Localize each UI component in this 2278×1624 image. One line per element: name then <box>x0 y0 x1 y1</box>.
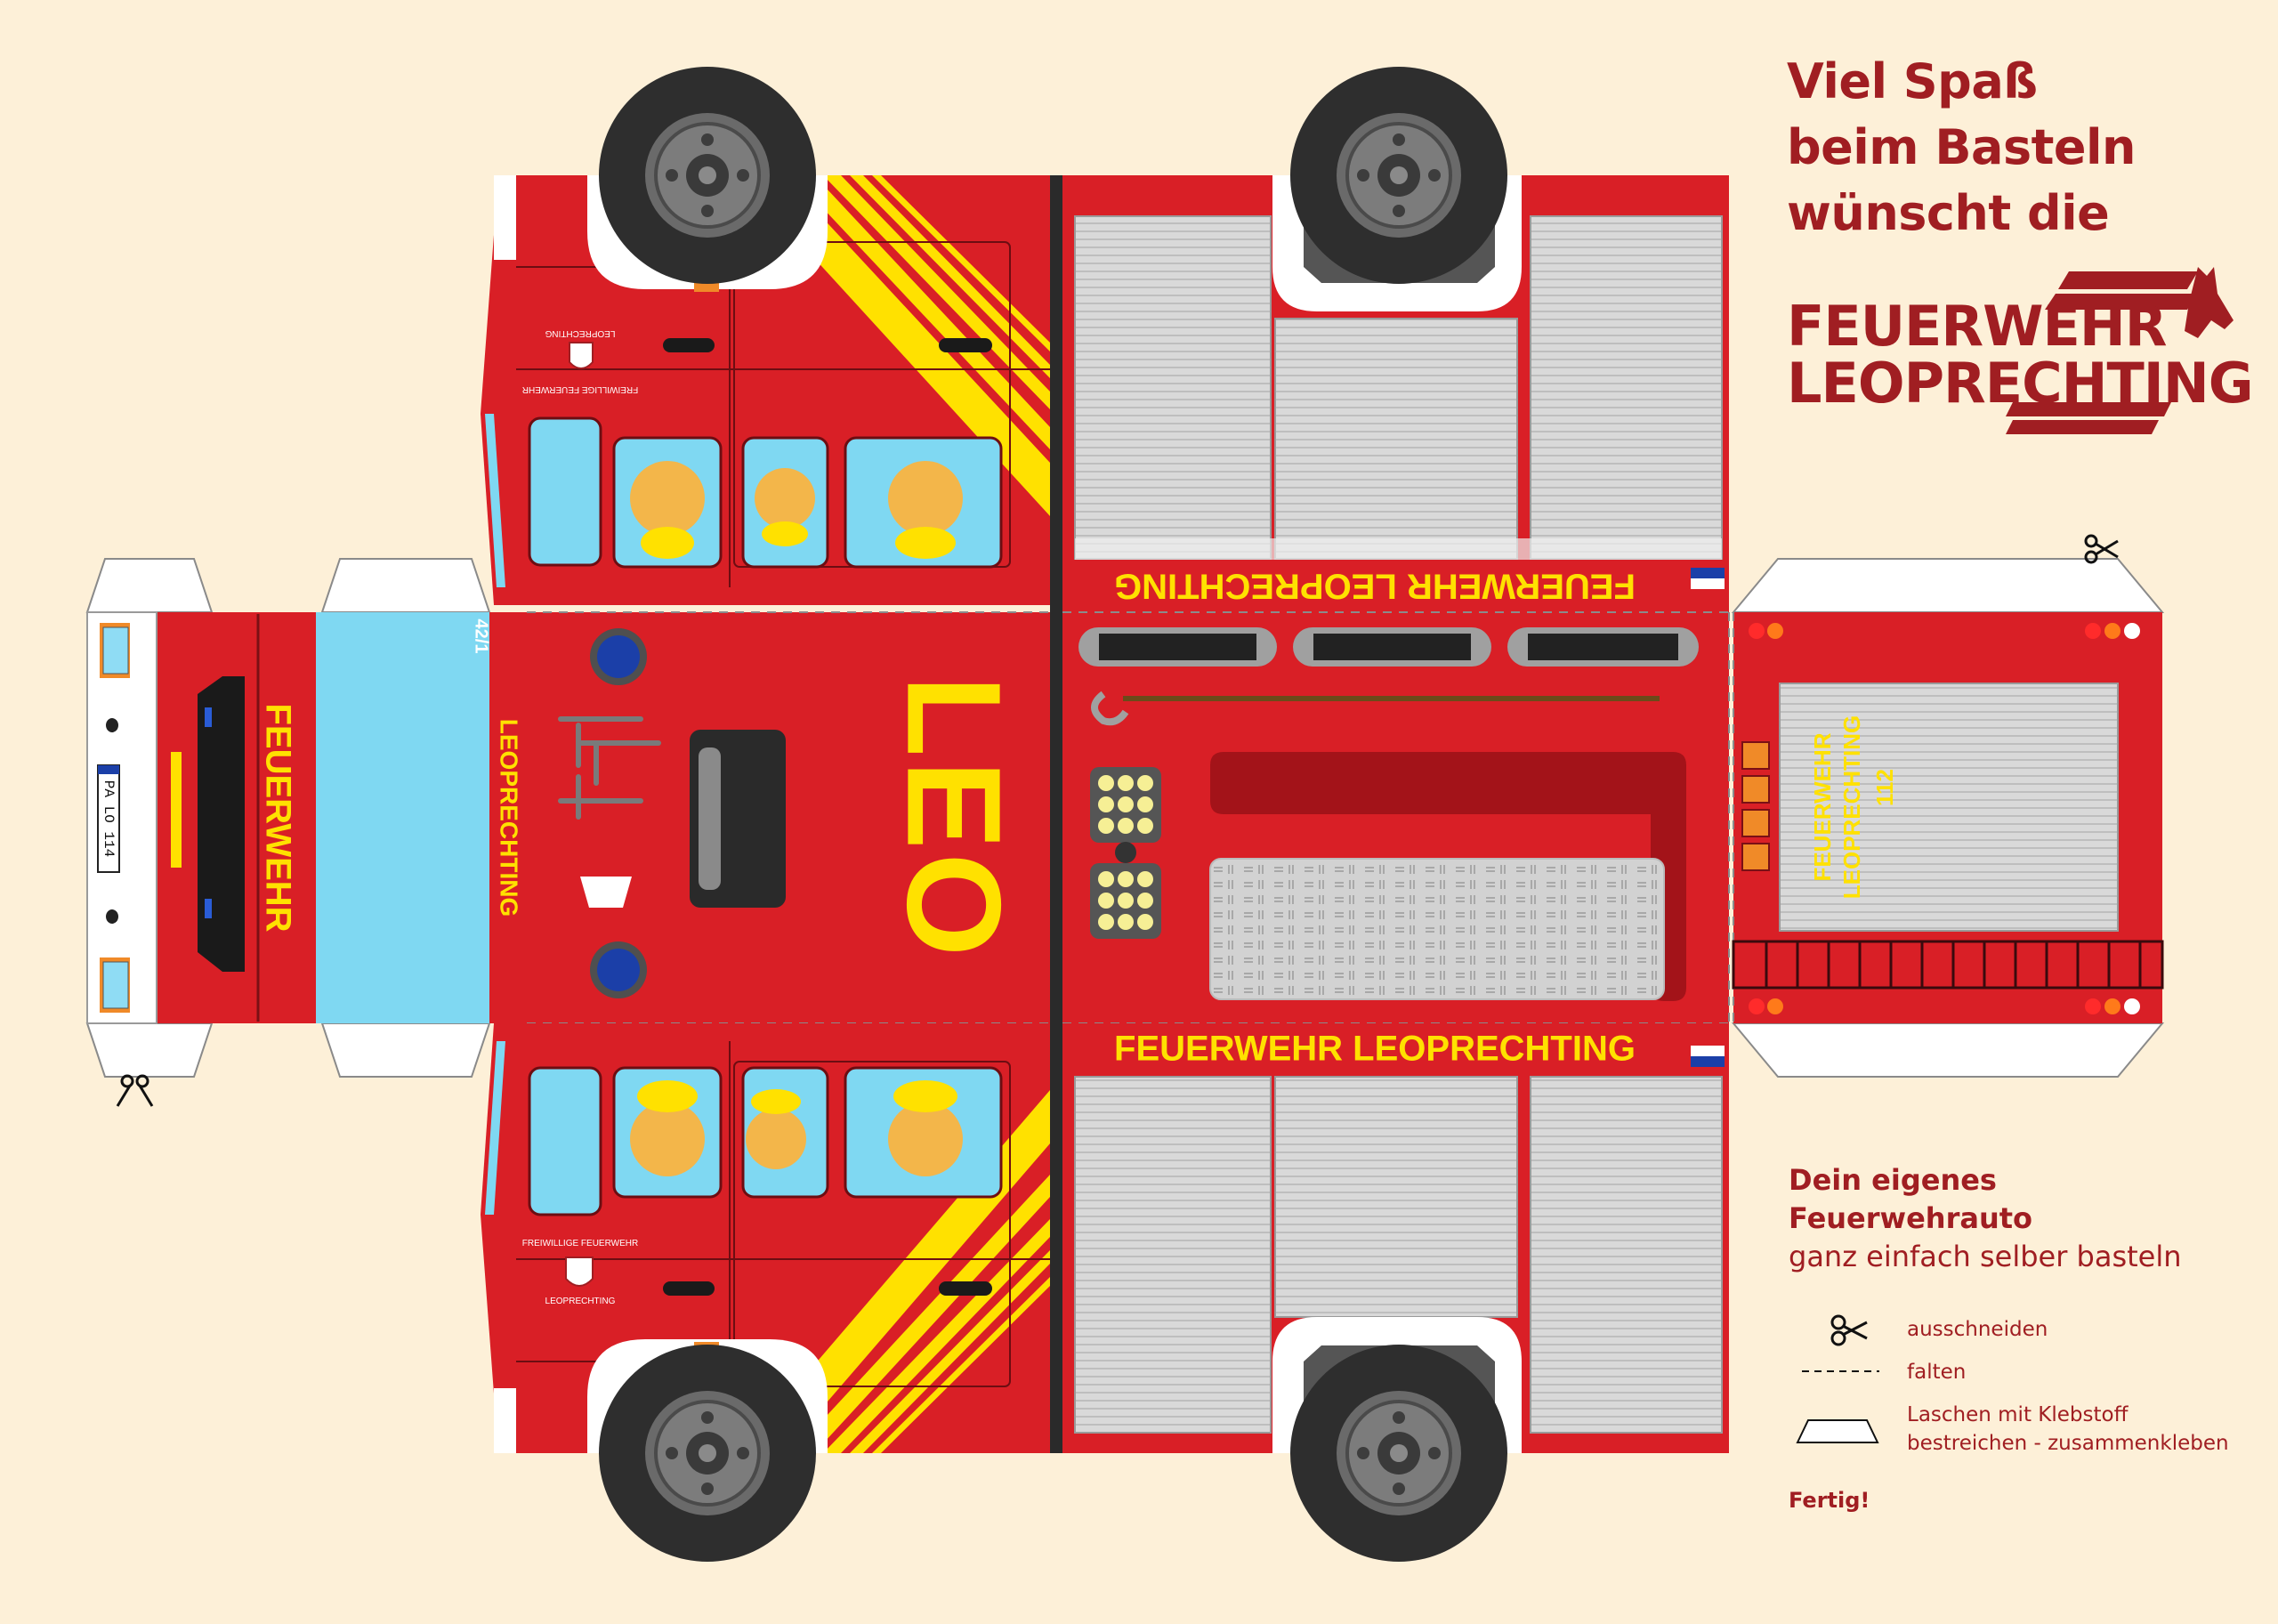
info-line3: ganz einfach selber basteln <box>1789 1240 2182 1273</box>
info-line1: Dein eigenes <box>1789 1163 1997 1197</box>
greeting-text: Viel Spaß beim Basteln wünscht die <box>1787 49 2137 246</box>
hood-leo-label: LEO <box>879 675 1029 960</box>
legend-glue-line1: Laschen mit Klebstoff <box>1907 1403 2129 1426</box>
logo-line1: FEUERWEHR <box>1787 294 2168 359</box>
legend-fold-label: falten <box>1907 1361 1967 1384</box>
glue-tab <box>1731 1022 2165 1078</box>
glue-tab <box>85 1022 214 1078</box>
door-emblem-bottom-label: LEOPRECHTING <box>545 1297 616 1306</box>
rear-label-line2: LEOPRECHTING <box>1838 715 1865 900</box>
rear-phone: 112 <box>1871 769 1898 806</box>
logo-line2: LEOPRECHTING <box>1787 351 2254 416</box>
logo-wordmark: FEUERWEHR LEOPRECHTING <box>1787 294 2254 416</box>
body-side-bottom <box>1062 1023 1729 1562</box>
glue-tab <box>320 558 491 613</box>
hood-panel <box>527 611 1050 1024</box>
license-plate: PA LO 114 <box>101 780 117 857</box>
body-side-top <box>1050 67 1729 1453</box>
unit-number: 42/1 <box>472 619 491 654</box>
info-line2: Feuerwehrauto <box>1789 1201 2033 1235</box>
front-wheel-top <box>587 67 828 292</box>
windshield-leoprechting-label: LEOPRECHTING <box>496 719 523 917</box>
front-wheel-bottom <box>587 1339 828 1562</box>
greeting-line1: Viel Spaß <box>1787 53 2038 109</box>
rear-ladder <box>1732 940 2164 990</box>
front-feuerwehr-label: FEUERWEHR <box>258 703 297 932</box>
legend-glue-line2: bestreichen - zusammenkleben <box>1907 1432 2229 1455</box>
door-emblem-bottom-label-mirrored: LEOPRECHTING <box>545 328 615 338</box>
body-roof <box>1062 611 1730 1024</box>
door-emblem-top-label-mirrored: FREIWILLIGE FEUERWEHR <box>522 384 638 394</box>
hose-rolls <box>1078 627 1699 667</box>
greeting-line3: wünscht die <box>1787 185 2110 241</box>
side-banner-top: FEUERWEHR LEOPRECHTING <box>1114 566 1636 605</box>
legend-cut-label: ausschneiden <box>1907 1318 2048 1341</box>
scissors-icon <box>2084 534 2119 564</box>
glue-tab <box>85 558 214 613</box>
glue-tab <box>320 1022 491 1078</box>
rear-tail-lights <box>1749 623 2140 1014</box>
rear-label-line1: FEUERWEHR <box>1809 732 1836 881</box>
legend-glue-label: Laschen mit Klebstoff bestreichen - zusa… <box>1907 1401 2229 1458</box>
legend-glue-tab-icon <box>1796 1419 1879 1443</box>
logo-graphic <box>2006 267 2234 434</box>
rear-panel <box>1732 612 2164 1023</box>
info-text: Dein eigenes Feuerwehrauto ganz einfach … <box>1789 1161 2182 1276</box>
side-banner-bottom: FEUERWEHR LEOPRECHTING <box>1114 1030 1636 1069</box>
done-label: Fertig! <box>1789 1488 1870 1513</box>
legend-scissors-icon <box>1830 1314 1868 1346</box>
scissors-icon <box>116 1074 154 1107</box>
door-emblem-top-label: FREIWILLIGE FEUERWEHR <box>522 1239 638 1248</box>
mascot-heads-top <box>630 461 963 559</box>
front-panel <box>86 611 527 1024</box>
mascot-heads-bottom <box>630 1080 963 1176</box>
glue-tab <box>1731 558 2165 613</box>
greeting-line2: beim Basteln <box>1787 119 2137 175</box>
